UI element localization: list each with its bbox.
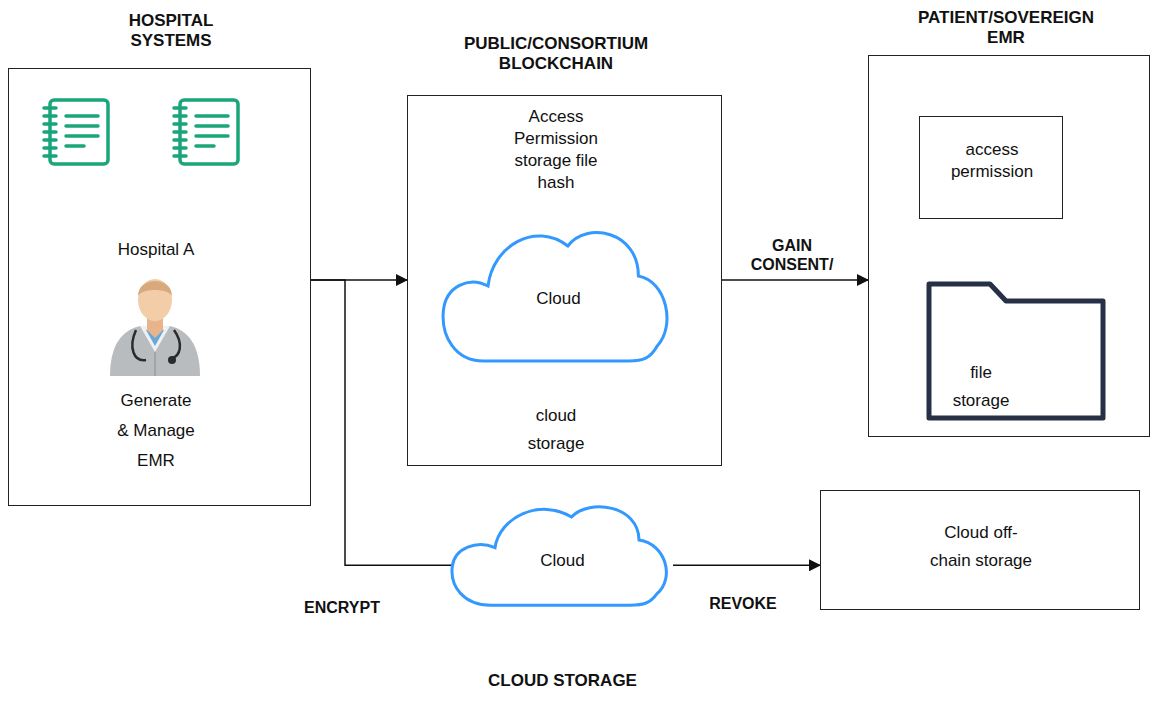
cloud-shape: Cloud	[441, 216, 676, 366]
node-label: file storage	[946, 359, 1016, 415]
node-label: Generate & Manage EMR	[116, 386, 196, 476]
edge-label: ENCRYPT	[300, 598, 384, 617]
connector-arrow	[673, 565, 820, 567]
system-panel: PUBLIC/CONSORTIUM BLOCKCHAINAccess Permi…	[407, 95, 722, 466]
edge-label: REVOKE	[703, 594, 783, 613]
node-label: Cloud off- chain storage	[926, 519, 1036, 575]
node-label: cloud storage	[521, 402, 591, 458]
doctor-icon	[110, 279, 200, 376]
cloud-shape: CloudCLOUD STORAGE	[450, 494, 675, 609]
node-label: Cloud	[450, 550, 675, 572]
section-heading: PUBLIC/CONSORTIUM BLOCKCHAIN	[446, 34, 666, 74]
section-heading: PATIENT/SOVEREIGN EMR	[906, 8, 1106, 48]
system-panel: PATIENT/SOVEREIGN EMRaccess permissionfi…	[868, 55, 1150, 437]
node-label: Cloud	[441, 288, 676, 310]
connector-arrow	[722, 279, 868, 281]
system-panel: HOSPITAL SYSTEMSHospital AGenerate & Man…	[8, 68, 311, 506]
edge-label: GAIN CONSENT/	[742, 236, 842, 274]
node-label: access permission	[937, 139, 1047, 183]
connector-arrow	[311, 280, 452, 565]
notebook-icon	[44, 100, 108, 164]
permission-box: access permission	[919, 116, 1063, 219]
storage-box: Cloud off- chain storage	[820, 490, 1140, 610]
section-heading: HOSPITAL SYSTEMS	[106, 11, 236, 51]
section-heading: CLOUD STORAGE	[450, 670, 675, 692]
folder-shape: file storage	[926, 281, 1106, 421]
node-label: Access Permission storage file hash	[501, 106, 611, 194]
node-label: Hospital A	[9, 239, 303, 261]
notebook-icon	[174, 100, 238, 164]
